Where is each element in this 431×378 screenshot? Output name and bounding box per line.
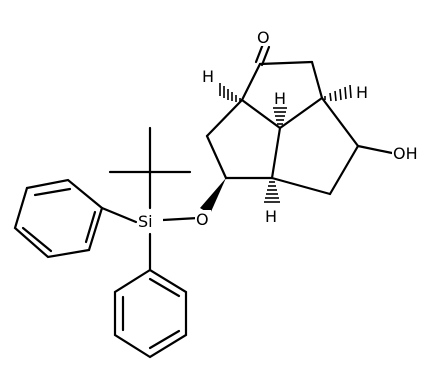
- bond-c10-c11: [328, 144, 360, 196]
- phenyl-ring-bottom: [113, 268, 188, 359]
- atom-labels: O OH O Si H H H H: [137, 28, 422, 231]
- hashed-bond-top-left: [219, 83, 241, 102]
- bond-c6-c3: [270, 126, 282, 180]
- h-top-center-label: H: [274, 89, 286, 108]
- hashed-bond-top-center: [273, 107, 287, 125]
- bond-c8-c10: [320, 96, 360, 148]
- ring-bonds: [205, 42, 394, 196]
- bond-c2-c4: [205, 98, 244, 138]
- h-bottom-label: H: [265, 207, 277, 226]
- silyl-bonds: [100, 126, 200, 272]
- hashed-bond-top-right: [324, 84, 352, 102]
- phenyl-ring-left: [13, 178, 104, 259]
- carbonyl-bond-b: [260, 45, 271, 67]
- ketone-oxygen-label: O: [257, 28, 270, 47]
- silyl-oxygen-label: O: [196, 210, 209, 229]
- bond-c8-c3: [278, 96, 324, 130]
- bond-o-si: [161, 216, 200, 222]
- bond-c9-c8: [310, 60, 324, 100]
- bond-c1-c2: [240, 62, 262, 102]
- bond-c11-c6: [270, 176, 332, 196]
- bond-c2-c3: [240, 98, 282, 130]
- carbonyl-bond-a: [254, 42, 265, 64]
- wedge-bond-c5-o: [200, 178, 226, 214]
- hashed-bond-bottom: [264, 181, 280, 203]
- h-top-right-label: H: [356, 83, 368, 102]
- bond-c1-c9: [258, 60, 314, 66]
- bond-c4-c5: [205, 134, 228, 180]
- hydroxyl-label: OH: [393, 144, 418, 163]
- h-top-left-label: H: [202, 67, 214, 86]
- bond-c10-oh: [356, 144, 394, 155]
- bond-si-ph1: [100, 206, 138, 224]
- silicon-label: Si: [138, 212, 153, 231]
